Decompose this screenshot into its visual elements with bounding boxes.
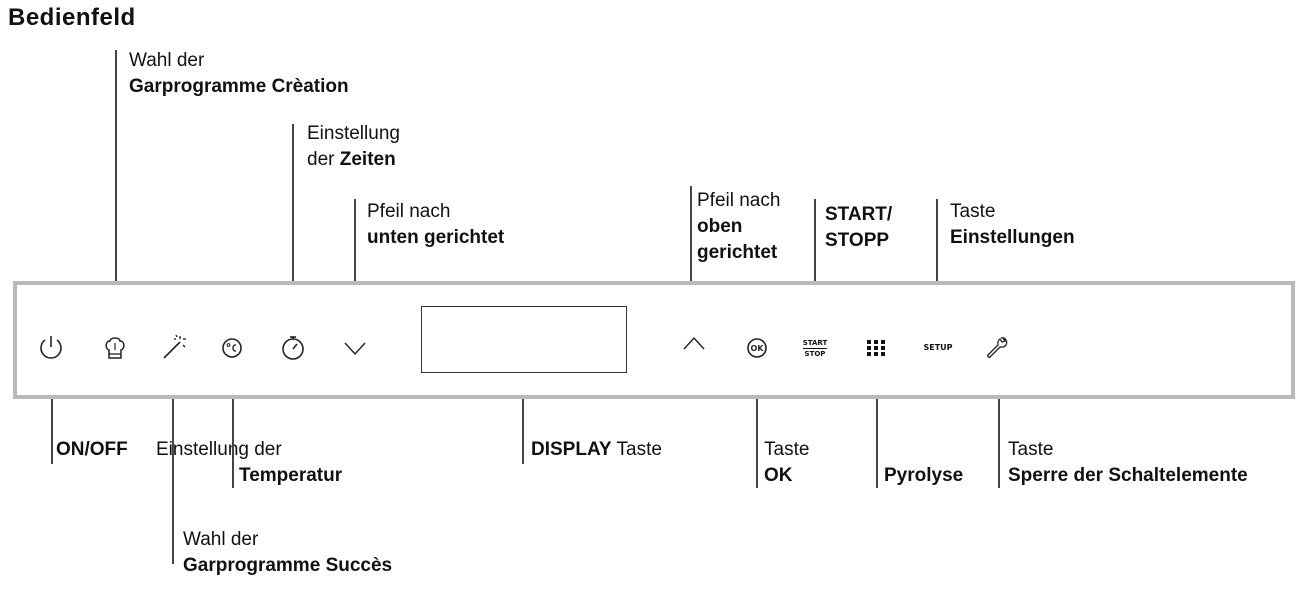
leader-line-display (522, 375, 524, 464)
setup-button[interactable]: SETUP (921, 331, 955, 365)
page-title: Bedienfeld (8, 4, 136, 31)
timer-button[interactable] (276, 331, 310, 365)
leader-line-programme-creation (115, 50, 117, 312)
ok-icon: OK (747, 338, 767, 358)
leader-line-ok (756, 368, 758, 488)
pyrolyse-button[interactable] (859, 331, 893, 365)
label-temperatur: Einstellung der Temperatur (156, 439, 343, 486)
svg-text:OK: OK (751, 344, 765, 353)
magic-wand-icon (163, 334, 186, 359)
grid-icon (867, 340, 885, 356)
ok-button[interactable]: OK (740, 331, 774, 365)
label-ok: Taste OK (764, 439, 810, 486)
lock-button[interactable] (980, 331, 1014, 365)
leader-line-succes (172, 368, 174, 564)
control-panel (13, 281, 1295, 399)
setup-icon: SETUP (923, 343, 953, 352)
on-off-button[interactable] (34, 331, 68, 365)
leader-line-einstellungen (936, 199, 938, 312)
label-pyrolyse: Pyrolyse (884, 465, 964, 486)
leader-line-on-off (51, 368, 53, 464)
leader-line-zeiten (292, 124, 294, 314)
label-sperre: Taste Sperre der Schaltelemente (1008, 439, 1248, 486)
arrow-up-button[interactable] (677, 326, 711, 360)
power-icon (40, 336, 62, 359)
start-stop-icon: START STOP (802, 338, 828, 358)
leader-line-pfeil-oben (690, 186, 692, 312)
temperature-icon (222, 338, 242, 358)
label-on-off: ON/OFF (56, 439, 128, 460)
label-display: DISPLAY Taste (531, 439, 662, 460)
leader-line-sperre (998, 368, 1000, 488)
leader-line-pyrolyse (876, 368, 878, 488)
label-pfeil-oben: Pfeil nach oben gerichtet (697, 190, 781, 263)
timer-icon (282, 336, 304, 360)
label-programme-creation: Wahl der Garprogramme Crèation (129, 50, 349, 97)
label-zeiten: Einstellung der Zeiten (307, 123, 400, 170)
programme-creation-button[interactable] (98, 331, 132, 365)
arrow-down-button[interactable] (338, 331, 372, 365)
wrench-icon (987, 337, 1008, 358)
start-stop-button[interactable]: START STOP (798, 331, 832, 365)
display-screen (421, 306, 627, 373)
label-start-stopp: START/ STOPP (825, 204, 893, 251)
chevron-up-icon (683, 336, 705, 350)
leader-line-pfeil-unten (354, 199, 356, 311)
programme-succes-button[interactable] (156, 331, 190, 365)
label-programme-succes: Wahl der Garprogramme Succès (183, 529, 393, 576)
temperature-button[interactable] (215, 331, 249, 365)
leader-line-temperatur (232, 368, 234, 488)
label-einstellungen: Taste Einstellungen (950, 201, 1075, 248)
chef-hat-icon (105, 337, 125, 359)
chevron-down-icon (344, 342, 366, 356)
leader-line-start-stopp (814, 199, 816, 312)
label-pfeil-unten: Pfeil nach unten gerichtet (367, 201, 505, 248)
